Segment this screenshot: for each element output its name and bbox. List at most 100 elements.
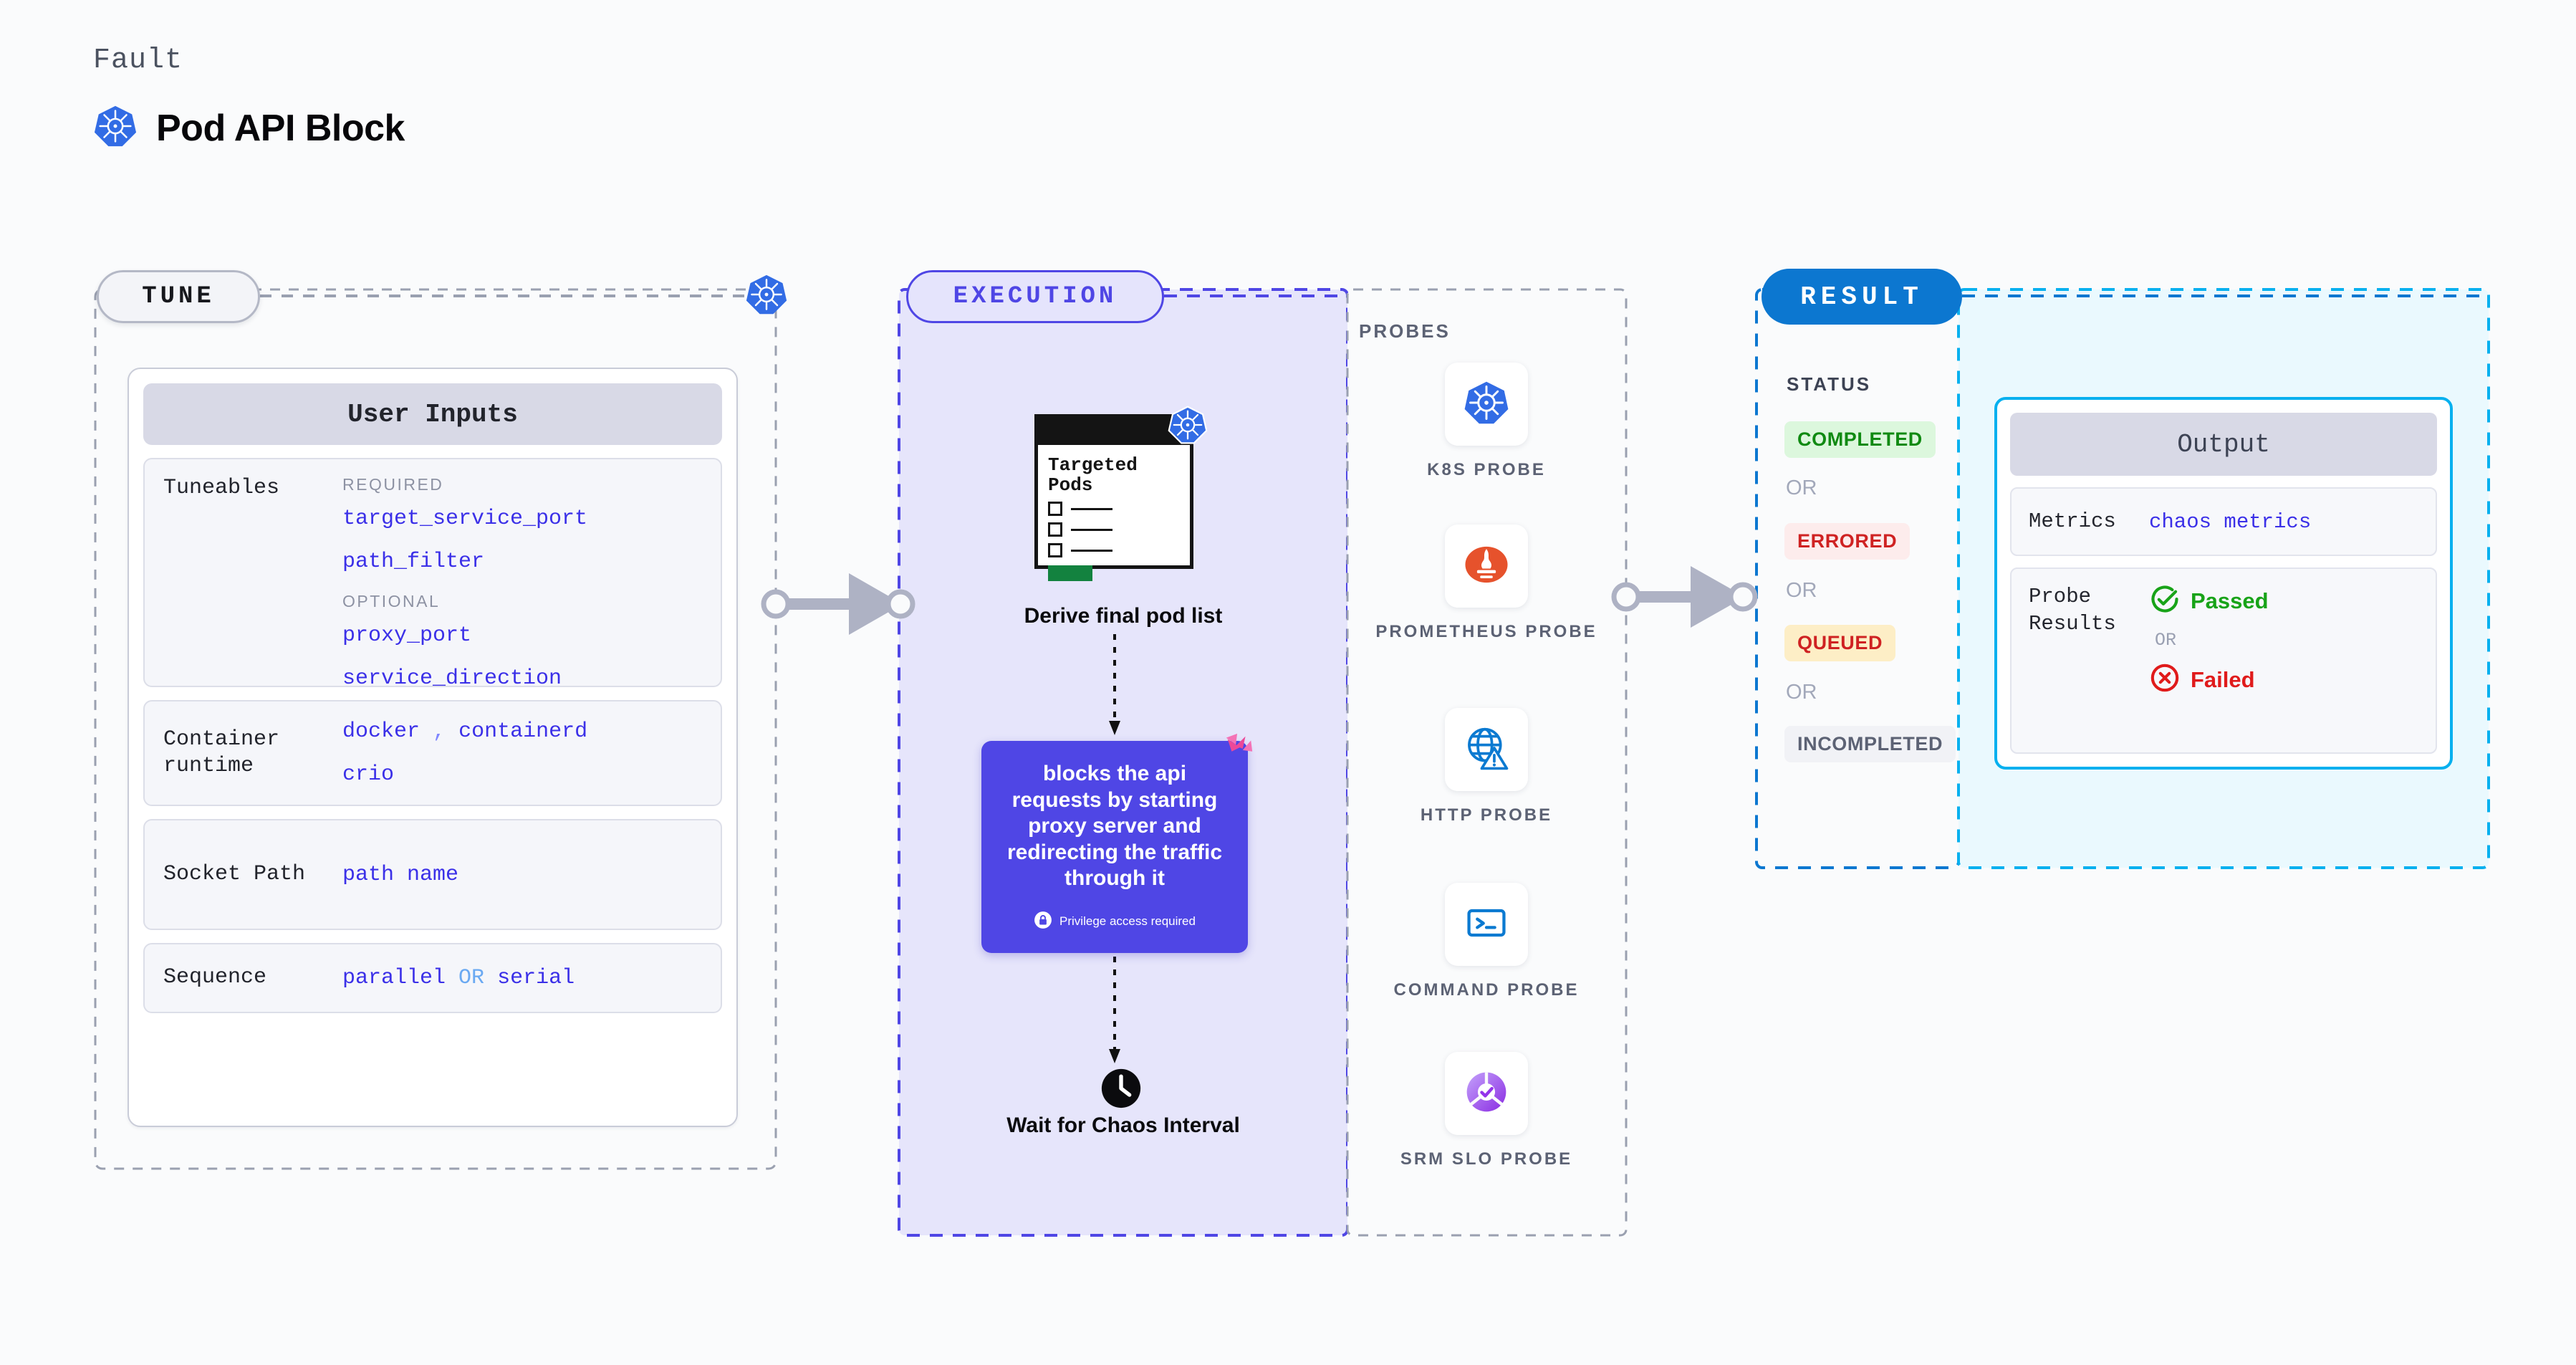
output-row-label: Metrics — [2029, 509, 2116, 534]
prometheus-icon — [1461, 540, 1512, 593]
terminal-icon — [1462, 899, 1511, 951]
wait-for-chaos-interval-label: Wait for Chaos Interval — [1006, 1113, 1240, 1137]
targeted-pods-card: Targeted Pods — [1034, 414, 1193, 582]
user-inputs-title: User Inputs — [143, 383, 722, 445]
status-or-2: OR — [1786, 579, 1817, 602]
stage-badge-result[interactable]: RESULT — [1762, 269, 1962, 325]
status-badge-queued: QUEUED — [1784, 625, 1896, 661]
tune-row-label: Tuneables — [163, 476, 280, 500]
sequence-values[interactable]: parallel OR serial — [342, 965, 702, 991]
tune-row-tuneables: Tuneables REQUIRED target_service_port p… — [143, 458, 722, 691]
tuneable-path-filter[interactable]: path_filter — [342, 550, 485, 574]
kubernetes-icon — [745, 273, 788, 320]
tune-row-label: Sequence — [163, 965, 267, 990]
probes-title: PROBES — [1359, 320, 1451, 342]
output-row-label: Probe Results — [2029, 585, 2116, 636]
probe-tile[interactable] — [1445, 883, 1528, 966]
globe-warning-icon — [1461, 723, 1512, 777]
socket-path-value[interactable]: path name — [342, 862, 459, 887]
required-heading: REQUIRED — [342, 475, 444, 494]
runtime-values-line1[interactable]: docker , containerd — [342, 719, 702, 744]
status-or-1: OR — [1786, 476, 1817, 499]
srm-slo-icon — [1461, 1067, 1512, 1121]
checkbox-icon — [1048, 543, 1062, 558]
placeholder-line — [1071, 528, 1112, 531]
probe-k8s[interactable]: K8S PROBE — [1347, 363, 1626, 482]
probe-label: COMMAND PROBE — [1393, 980, 1580, 1000]
pods-list-item — [1048, 543, 1181, 558]
placeholder-line — [1071, 549, 1112, 552]
sequence-parallel[interactable]: parallel — [342, 966, 446, 990]
tune-row-container-runtime: Container runtime docker , containerd cr… — [143, 700, 722, 806]
tune-row-label: Container runtime — [163, 727, 280, 779]
passed-label: Passed — [2191, 588, 2269, 613]
pods-list-item — [1048, 502, 1181, 517]
page-title: Pod API Block — [156, 107, 405, 149]
output-row-metrics: Metrics chaos metrics — [2010, 487, 2437, 556]
status-title: STATUS — [1787, 373, 1872, 395]
pods-card-titlebar — [1038, 418, 1190, 445]
derive-pod-list-label: Derive final pod list — [1024, 604, 1223, 628]
probe-result-or: OR — [2155, 630, 2177, 651]
probe-srm-slo[interactable]: SRM SLO PROBE — [1347, 1052, 1626, 1171]
fault-action-text: blocks the api requests by starting prox… — [1006, 762, 1223, 891]
runtime-containerd[interactable]: containerd — [458, 719, 588, 744]
status-badge-errored: ERRORED — [1784, 523, 1911, 560]
kubernetes-icon — [93, 104, 138, 152]
checkbox-icon — [1048, 522, 1062, 537]
status-or-3: OR — [1786, 681, 1817, 704]
tuneable-proxy-port[interactable]: proxy_port — [342, 623, 472, 648]
pods-card-title: Targeted Pods — [1048, 454, 1138, 497]
probe-prometheus[interactable]: PROMETHEUS PROBE — [1347, 525, 1626, 643]
check-circle-icon — [2149, 583, 2181, 618]
runtime-crio[interactable]: crio — [342, 762, 395, 787]
privilege-note-text: Privilege access required — [1059, 914, 1196, 929]
stage-badge-execution[interactable]: EXECUTION — [906, 270, 1164, 323]
title-row: Pod API Block — [93, 104, 405, 152]
sequence-or: OR — [458, 966, 485, 990]
x-circle-icon — [2149, 662, 2181, 697]
lock-icon — [1034, 911, 1052, 933]
kubernetes-icon — [1461, 377, 1512, 432]
tune-row-socket-path: Socket Path path name — [143, 819, 722, 930]
probe-command[interactable]: COMMAND PROBE — [1347, 883, 1626, 1002]
output-row-probe-results: Probe Results Passed OR — [2010, 567, 2437, 754]
pods-list-item — [1048, 522, 1181, 537]
status-badge-incompleted: INCOMPLETED — [1784, 726, 1956, 762]
probe-result-passed: Passed — [2149, 583, 2269, 618]
runtime-separator: , — [433, 719, 446, 744]
placeholder-line — [1071, 507, 1112, 510]
status-badge-completed: COMPLETED — [1784, 421, 1936, 458]
probe-label: K8S PROBE — [1427, 460, 1546, 479]
failed-label: Failed — [2191, 666, 2255, 692]
fault-kicker: Fault — [93, 44, 183, 77]
output-card: Output Metrics chaos metrics Probe Resul… — [1994, 397, 2453, 770]
fault-action-card: blocks the api requests by starting prox… — [981, 733, 1253, 953]
probe-tile[interactable] — [1445, 708, 1528, 791]
probe-tile[interactable] — [1445, 1052, 1528, 1135]
probe-result-failed: Failed — [2149, 662, 2269, 697]
clock-icon — [1099, 1066, 1143, 1114]
probe-label: HTTP PROBE — [1420, 805, 1553, 825]
metrics-value[interactable]: chaos metrics — [2149, 509, 2312, 534]
pods-status-bar — [1048, 565, 1092, 582]
tune-row-label: Socket Path — [163, 861, 306, 886]
tune-row-sequence: Sequence parallel OR serial — [143, 943, 722, 1013]
harness-icon — [1222, 731, 1255, 767]
page-header: Fault Pod API Block — [93, 44, 405, 152]
kubernetes-icon — [1168, 405, 1208, 449]
sequence-serial[interactable]: serial — [497, 966, 575, 990]
probe-label: SRM SLO PROBE — [1400, 1149, 1573, 1169]
probe-tile[interactable] — [1445, 363, 1528, 446]
probe-http[interactable]: HTTP PROBE — [1347, 708, 1626, 827]
runtime-docker[interactable]: docker — [342, 719, 420, 744]
user-inputs-card: User Inputs Tuneables REQUIRED target_se… — [128, 368, 738, 1127]
output-title: Output — [2010, 413, 2437, 476]
stage-badge-tune[interactable]: TUNE — [97, 270, 260, 323]
tuneable-service-direction[interactable]: service_direction — [342, 666, 562, 691]
optional-heading: OPTIONAL — [342, 592, 441, 610]
checkbox-icon — [1048, 502, 1062, 517]
tuneable-target-service-port[interactable]: target_service_port — [342, 507, 588, 531]
probe-tile[interactable] — [1445, 525, 1528, 608]
privilege-note: Privilege access required — [1034, 911, 1196, 933]
